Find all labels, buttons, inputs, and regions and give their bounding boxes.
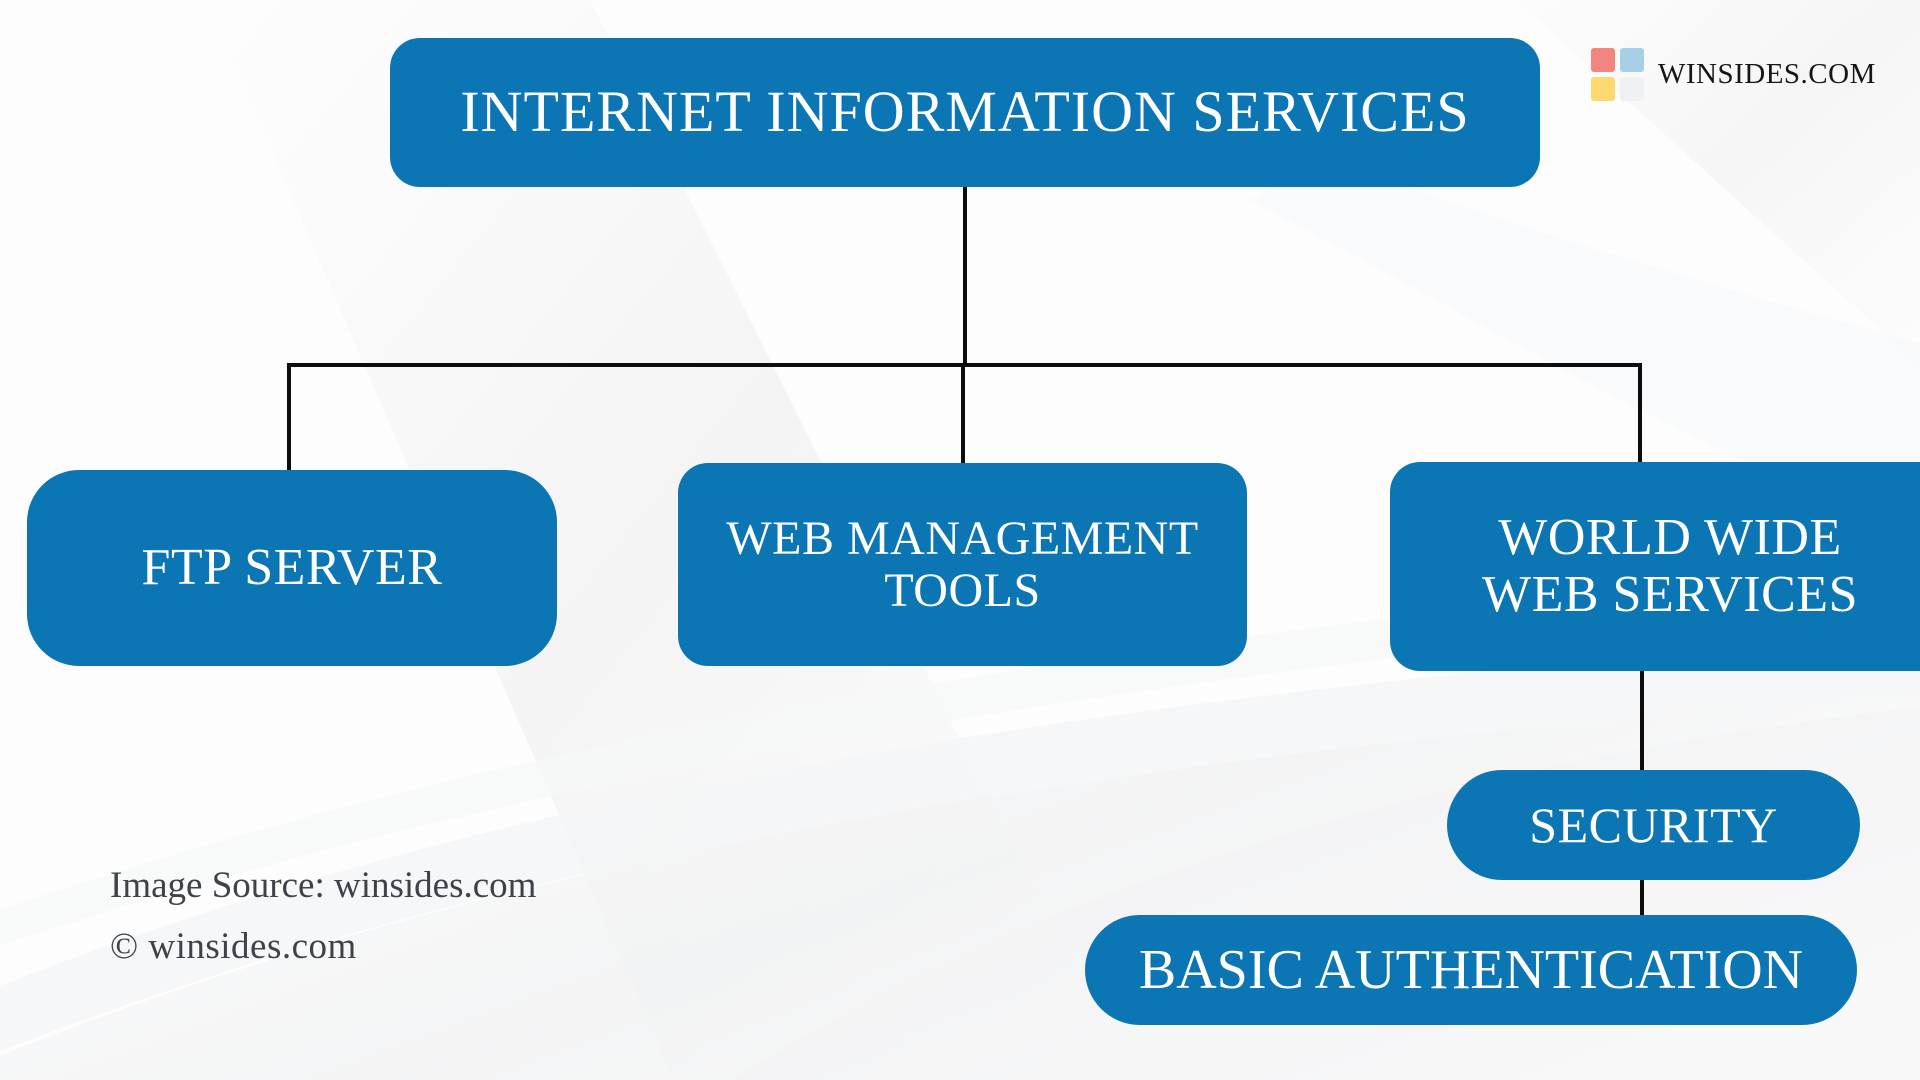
node-label-web-management-tools: WEB MANAGEMENT TOOLS bbox=[726, 511, 1199, 617]
node-label-world-wide-web-services: WORLD WIDE WEB SERVICES bbox=[1482, 509, 1858, 623]
logo-square-bottom-right-icon bbox=[1620, 77, 1644, 101]
node-web-management-tools[interactable]: WEB MANAGEMENT TOOLS bbox=[678, 463, 1247, 666]
node-label-basic-authentication: BASIC AUTHENTICATION bbox=[1138, 938, 1804, 1001]
image-source-label: Image Source: winsides.com bbox=[110, 865, 537, 906]
brand-watermark: WINSIDES.COM bbox=[1591, 48, 1876, 101]
connector-drop-world-wide-web-services bbox=[1638, 363, 1642, 468]
connector-drop-web-management-tools bbox=[961, 363, 965, 468]
connector-drop-ftp bbox=[287, 363, 291, 475]
connector-root-stem bbox=[963, 187, 967, 367]
winsides-logo-icon bbox=[1591, 48, 1644, 101]
connector-security-to-basic-authentication bbox=[1640, 876, 1644, 920]
node-world-wide-web-services[interactable]: WORLD WIDE WEB SERVICES bbox=[1390, 462, 1920, 671]
logo-square-top-left-icon bbox=[1591, 48, 1615, 72]
node-label-security: SECURITY bbox=[1529, 797, 1778, 853]
logo-square-bottom-left-icon bbox=[1591, 77, 1615, 101]
logo-square-top-right-icon bbox=[1620, 48, 1644, 72]
node-label-ftp-server: FTP SERVER bbox=[141, 538, 443, 596]
node-basic-authentication[interactable]: BASIC AUTHENTICATION bbox=[1085, 915, 1857, 1025]
node-internet-information-services[interactable]: INTERNET INFORMATION SERVICES bbox=[390, 38, 1540, 187]
attribution-block: Image Source: winsides.com © winsides.co… bbox=[110, 855, 536, 977]
copyright-label: © winsides.com bbox=[110, 926, 357, 968]
node-ftp-server[interactable]: FTP SERVER bbox=[27, 470, 557, 666]
brand-name-label: WINSIDES.COM bbox=[1658, 58, 1876, 90]
connector-www-to-security bbox=[1640, 665, 1644, 775]
node-label-root: INTERNET INFORMATION SERVICES bbox=[460, 79, 1470, 145]
node-security[interactable]: SECURITY bbox=[1447, 770, 1860, 880]
